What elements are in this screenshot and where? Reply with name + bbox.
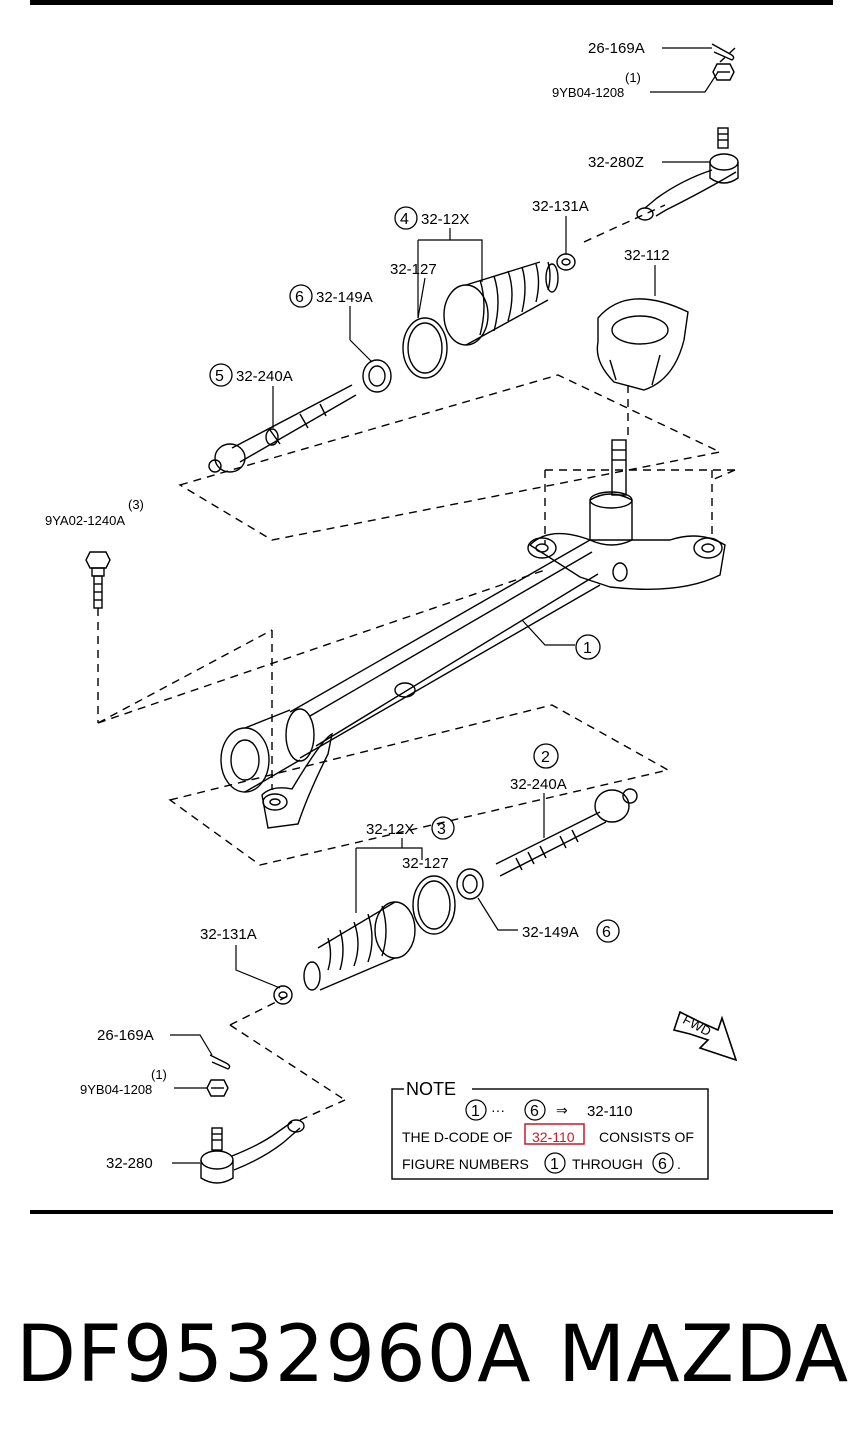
label-cotter-pin-bottom: 26-169A — [97, 1027, 154, 1044]
label-boot-set-bottom: 32-12X — [366, 821, 414, 838]
label-boot-set-top-num: 4 — [400, 211, 409, 228]
label-clamp-top-right: 32-131A — [532, 198, 589, 215]
top-rule — [30, 0, 833, 5]
inner-rod-top-icon — [208, 384, 357, 473]
note-code: 32-110 — [587, 1103, 633, 1120]
label-inner-rod-top-num: 5 — [215, 368, 224, 385]
part-number: DF9532960A — [16, 1310, 532, 1400]
steering-gear-housing-icon — [220, 439, 726, 829]
washer-bottom-icon — [456, 868, 484, 900]
label-clamp-top-left: 32-127 — [390, 261, 437, 278]
note-line2-code: 32-110 — [532, 1129, 575, 1145]
label-tie-rod-end-top: 32-280Z — [588, 154, 644, 171]
callout-circle-2 — [533, 743, 559, 769]
tie-rod-end-top-icon — [636, 127, 739, 221]
label-boot-set-top: 32-12X — [421, 211, 469, 228]
inner-rod-bottom-icon — [495, 788, 638, 877]
clamp-bottom-left-icon — [273, 985, 293, 1005]
label-washer-bottom: 32-149A — [522, 924, 579, 941]
nut-top-icon — [712, 63, 735, 81]
highlight-box — [524, 1123, 585, 1145]
label-bolt: 9YA02-1240A — [45, 513, 125, 528]
label-cotter-pin-top: 26-169A — [588, 40, 645, 57]
bolt-icon — [85, 551, 111, 609]
clamp-top-right-icon — [556, 253, 576, 271]
note-box: NOTE 1 ··· 6 ⇒ 32-110 THE D-CODE OF 32-1… — [391, 1079, 709, 1180]
label-washer-top-num: 6 — [295, 289, 304, 306]
callout-circle-1 — [575, 634, 601, 660]
note-title: NOTE — [406, 1079, 456, 1099]
label-nut-bottom-qty: (1) — [151, 1067, 167, 1082]
clamp-bottom-right-icon — [412, 875, 456, 935]
boot-top-icon — [443, 261, 559, 346]
leader-lines — [170, 47, 719, 1164]
mount-cover-icon — [596, 298, 689, 391]
label-fwd: FWD — [680, 1012, 713, 1039]
clamp-top-left-icon — [402, 317, 448, 379]
label-inner-rod-bottom: 32-240A — [510, 776, 567, 793]
note-arrow: ⇒ — [556, 1102, 568, 1118]
dashed-guides — [97, 47, 736, 1121]
fwd-arrow-icon — [672, 1010, 738, 1062]
label-washer-bottom-num: 6 — [602, 924, 611, 941]
cotter-pin-bottom-icon — [209, 1054, 231, 1070]
callout-circle-6-top — [289, 284, 313, 308]
note-range-start: 1 — [471, 1103, 480, 1120]
note-line3-mid: THROUGH — [572, 1156, 643, 1172]
label-boot-set-bottom-num: 3 — [437, 821, 446, 838]
note-line3-a: FIGURE NUMBERS — [402, 1156, 529, 1172]
callout-circle-4 — [394, 206, 418, 230]
note-range-dots: ··· — [491, 1102, 505, 1118]
label-bolt-qty: (3) — [128, 497, 144, 512]
footer: DF9532960A MAZDA — [0, 1295, 864, 1415]
callout-circle-6-bottom — [596, 919, 620, 943]
callout-circle-5 — [209, 363, 233, 387]
label-tie-rod-end-bottom: 32-280 — [106, 1155, 153, 1172]
boot-bottom-icon — [303, 901, 416, 991]
nut-bottom-icon — [206, 1079, 229, 1097]
label-clamp-bottom-left: 32-131A — [200, 926, 257, 943]
tie-rod-end-bottom-icon — [200, 1119, 305, 1184]
label-clamp-bottom-right: 32-127 — [402, 855, 449, 872]
washer-top-icon — [362, 359, 392, 393]
label-nut-top: 9YB04-1208 — [552, 85, 624, 100]
label-gear-body-num: 1 — [583, 640, 592, 657]
bottom-rule — [30, 1210, 833, 1214]
label-washer-top: 32-149A — [316, 289, 373, 306]
note-range-end: 6 — [530, 1103, 539, 1120]
callout-circle-3 — [431, 816, 455, 840]
note-line2-b: CONSISTS OF — [599, 1129, 694, 1145]
note-line3-end: . — [677, 1156, 681, 1172]
parts-diagram: 26-169A (1) 9YB04-1208 32-280Z 4 32-12X … — [30, 0, 833, 1214]
label-nut-bottom: 9YB04-1208 — [80, 1082, 152, 1097]
cotter-pin-top-icon — [711, 43, 735, 61]
label-nut-top-qty: (1) — [625, 70, 641, 85]
note-line2-a: THE D-CODE OF — [402, 1129, 512, 1145]
note-line3-num1: 1 — [550, 1156, 559, 1173]
label-inner-rod-bottom-num: 2 — [541, 749, 550, 766]
note-line3-num2: 6 — [658, 1156, 667, 1173]
label-inner-rod-top: 32-240A — [236, 368, 293, 385]
brand-name: MAZDA — [558, 1310, 850, 1400]
label-mount-cover: 32-112 — [624, 247, 670, 264]
